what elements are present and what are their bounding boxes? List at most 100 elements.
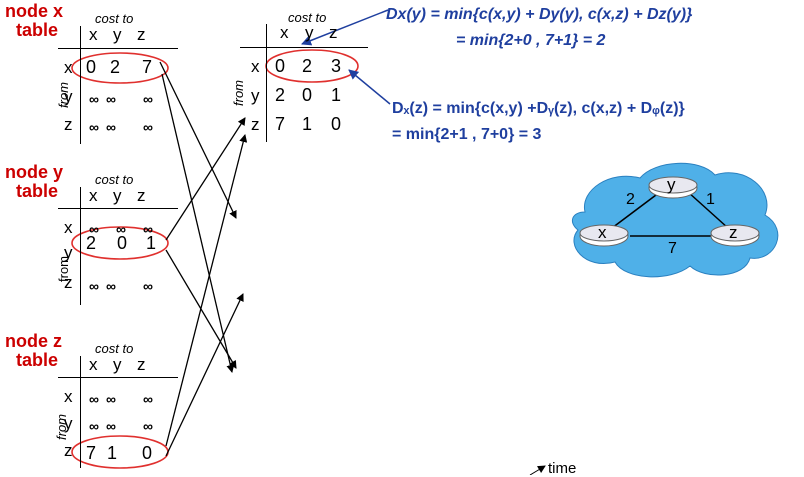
node-y-title-table: table (16, 181, 59, 201)
cell: 1 (107, 443, 118, 463)
node-y-title: node y (5, 162, 64, 182)
cell: 7 (275, 114, 286, 134)
table-hline (58, 377, 178, 378)
time-label: time (548, 460, 577, 477)
cell: 2 (275, 85, 286, 105)
cost-to-label: cost to (95, 11, 134, 26)
row-label-x: x (64, 218, 73, 237)
link-x-y (611, 191, 661, 229)
row-label-y: y (64, 87, 73, 106)
equation-dxy-line1: Dx(y) = min{c(x,y) + Dy(y), c(x,z) + Dz(… (386, 6, 693, 23)
equation-dxz-line1: Dₓ(z) = min{c(x,y) +Dᵧ(z), c(x,z) + Dᵩ(z… (392, 100, 685, 117)
cell: 0 (86, 57, 97, 77)
row-label-y: y (64, 414, 73, 433)
col-header-y: y (113, 355, 122, 374)
router-z (710, 224, 760, 247)
cell: ∞ (143, 221, 153, 237)
router-y (648, 176, 698, 199)
table-hline (58, 208, 178, 209)
link-cost-xy: 2 (626, 191, 635, 208)
arrow-y-to-x-time (165, 117, 246, 241)
link-cost-xz: 7 (668, 240, 677, 257)
row-label-z: z (64, 115, 73, 134)
blue-arrow-dxz (348, 69, 391, 105)
row-label-z: z (251, 115, 260, 134)
cell: 2 (86, 233, 97, 253)
row-label-x: x (64, 58, 73, 77)
cell: 0 (275, 56, 286, 76)
highlight-ellipse-x-row (71, 52, 169, 84)
arrow-z-to-x-time (165, 134, 248, 447)
col-header-y: y (305, 23, 314, 42)
node-z-title-table: table (16, 350, 59, 370)
router-x (579, 224, 629, 247)
cell: 2 (110, 57, 121, 77)
row-label-x: x (64, 387, 73, 406)
col-header-x: x (89, 186, 98, 205)
cell: 0 (142, 443, 153, 463)
cell: ∞ (143, 391, 153, 407)
cell: ∞ (89, 418, 99, 434)
arrow-x-to-z-time (161, 73, 235, 373)
cell: ∞ (89, 221, 99, 237)
row-label-y: y (251, 86, 260, 105)
col-header-z: z (329, 23, 338, 42)
cell: ∞ (106, 91, 116, 107)
cell: 1 (146, 233, 157, 253)
highlight-ellipse-y-row (71, 226, 169, 260)
link-cost-yz: 1 (706, 191, 715, 208)
cell: ∞ (143, 278, 153, 294)
table-hline (58, 48, 178, 49)
node-x-title: node x (5, 1, 64, 21)
col-header-z: z (137, 355, 146, 374)
cell: ∞ (106, 391, 116, 407)
time-arrow (529, 465, 546, 475)
row-label-z: z (64, 273, 73, 292)
cell: ∞ (106, 418, 116, 434)
cell: ∞ (143, 418, 153, 434)
cell: 0 (331, 114, 342, 134)
cell: 3 (331, 56, 342, 76)
node-label-y: y (667, 175, 676, 194)
table-vline (266, 24, 267, 142)
cost-to-label: cost to (95, 341, 134, 356)
node-label-x: x (598, 223, 607, 242)
cell: 0 (117, 233, 128, 253)
cell: 2 (302, 56, 313, 76)
cell: 1 (302, 114, 313, 134)
cell: ∞ (89, 91, 99, 107)
col-header-z: z (137, 25, 146, 44)
cell: ∞ (106, 278, 116, 294)
col-header-z: z (137, 186, 146, 205)
cell: ∞ (116, 221, 126, 237)
col-header-x: x (280, 23, 289, 42)
blue-arrow-dxy (301, 9, 389, 46)
cell: ∞ (89, 119, 99, 135)
table-hline (240, 47, 368, 48)
cell: 1 (331, 85, 342, 105)
cell: ∞ (89, 391, 99, 407)
equation-dxy-line2: = min{2+0 , 7+1} = 2 (456, 32, 606, 49)
cell: ∞ (89, 278, 99, 294)
arrow-x-to-y-time (159, 61, 237, 219)
link-y-z (687, 191, 729, 229)
cell: 0 (302, 85, 313, 105)
cell: 7 (142, 57, 153, 77)
cost-to-label: cost to (95, 172, 134, 187)
col-header-x: x (89, 25, 98, 44)
from-label: from (231, 80, 246, 106)
cell: 7 (86, 443, 97, 463)
row-label-x: x (251, 57, 260, 76)
col-header-x: x (89, 355, 98, 374)
col-header-y: y (113, 25, 122, 44)
arrow-z-to-y-time (165, 293, 244, 457)
table-vline (80, 356, 81, 468)
node-label-z: z (729, 223, 738, 242)
node-z-title: node z (5, 331, 62, 351)
col-header-y: y (113, 186, 122, 205)
row-label-y: y (64, 243, 73, 262)
cost-to-label: cost to (288, 10, 327, 25)
cell: ∞ (106, 119, 116, 135)
cell: ∞ (143, 91, 153, 107)
